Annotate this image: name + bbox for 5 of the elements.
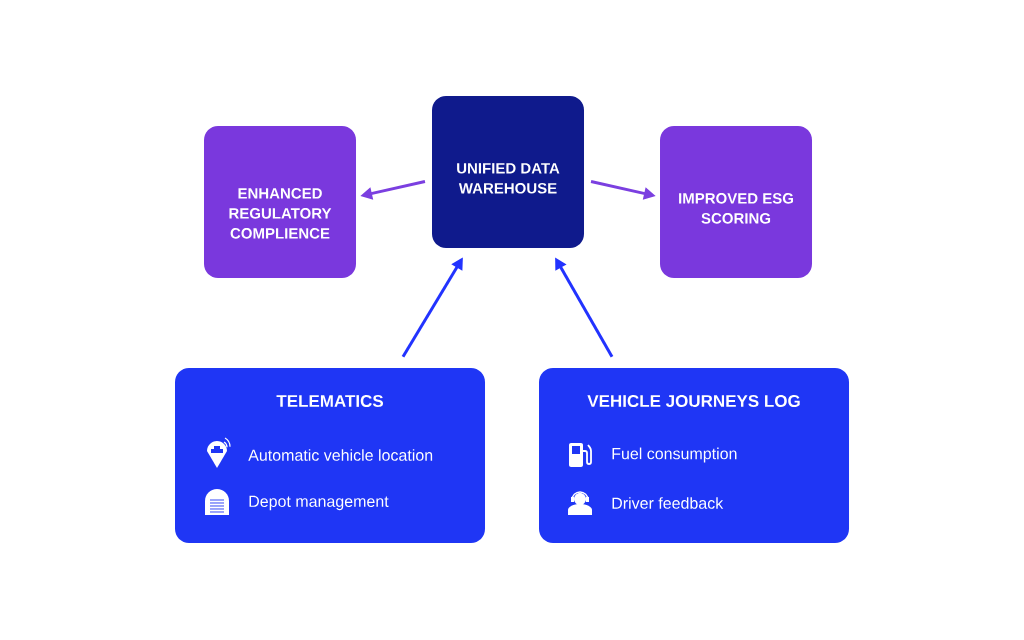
outcome-box: IMPROVED ESG SCORING (660, 126, 812, 278)
source-box: TELEMATICS Automatic vehicle location Depot management (175, 368, 485, 543)
source-box: VEHICLE JOURNEYS LOG Fuel consumption Driver feedback (539, 368, 849, 543)
outcome-box: ENHANCED REGULATORY COMPLIENCE (204, 126, 356, 278)
hub-box: UNIFIED DATA WAREHOUSE (432, 96, 584, 248)
